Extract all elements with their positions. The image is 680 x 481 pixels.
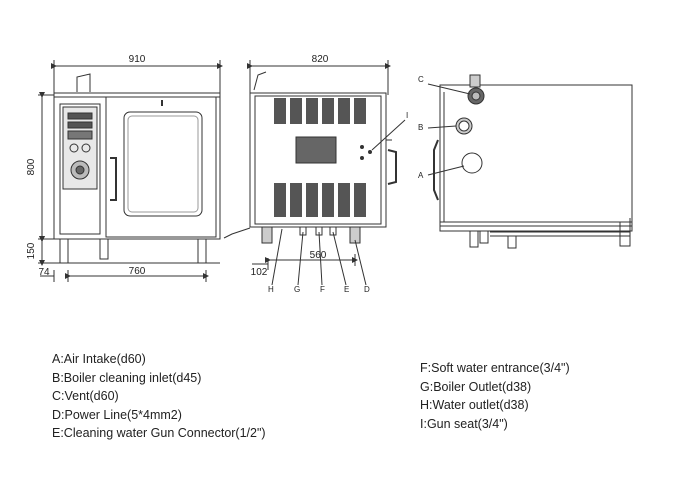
rear-view	[427, 74, 633, 249]
dim-side-offset-102: 102	[251, 267, 268, 278]
legend-item-e: E:Cleaning water Gun Connector(1/2")	[52, 426, 266, 440]
dim-side-spacing: 560	[310, 250, 327, 261]
legend-item-c: C:Vent(d60)	[52, 389, 119, 403]
legend-item-i: I:Gun seat(3/4")	[420, 416, 508, 431]
point-label-f: F	[320, 285, 325, 294]
point-label-h: H	[268, 285, 274, 294]
vent-grille-top	[274, 98, 366, 124]
point-label-e: E	[344, 285, 349, 294]
vent-grille-bottom	[274, 183, 366, 217]
legend-item-d: D:Power Line(5*4mm2)	[52, 407, 182, 422]
dim-side-width: 820	[312, 54, 329, 65]
point-label-i: I	[406, 111, 408, 120]
dim-front-height: 800	[26, 158, 37, 175]
legend-right: F:Soft water entrance(3/4") G:Boiler Out…	[420, 359, 570, 433]
dim-side-offset: 74	[38, 267, 50, 278]
point-label-b: B	[418, 123, 423, 132]
legend-item-a: A:Air Intake(d60)	[52, 352, 146, 366]
legend-item-h: H:Water outlet(d38)	[420, 398, 529, 412]
legend-left: A:Air Intake(d60) B:Boiler cleaning inle…	[52, 350, 266, 443]
dim-foot-height: 150	[26, 242, 37, 259]
point-label-a: A	[418, 171, 424, 180]
point-label-c: C	[418, 75, 424, 84]
legend-item-f: F:Soft water entrance(3/4")	[420, 361, 570, 375]
legend-item-g: G:Boiler Outlet(d38)	[420, 379, 532, 394]
point-label-g: G	[294, 285, 300, 294]
dim-inner-width: 760	[129, 266, 146, 277]
dim-front-width: 910	[129, 54, 146, 65]
point-label-d: D	[364, 285, 370, 294]
legend-item-b: B:Boiler cleaning inlet(d45)	[52, 370, 202, 385]
front-view	[38, 60, 223, 282]
side-view	[223, 60, 406, 286]
